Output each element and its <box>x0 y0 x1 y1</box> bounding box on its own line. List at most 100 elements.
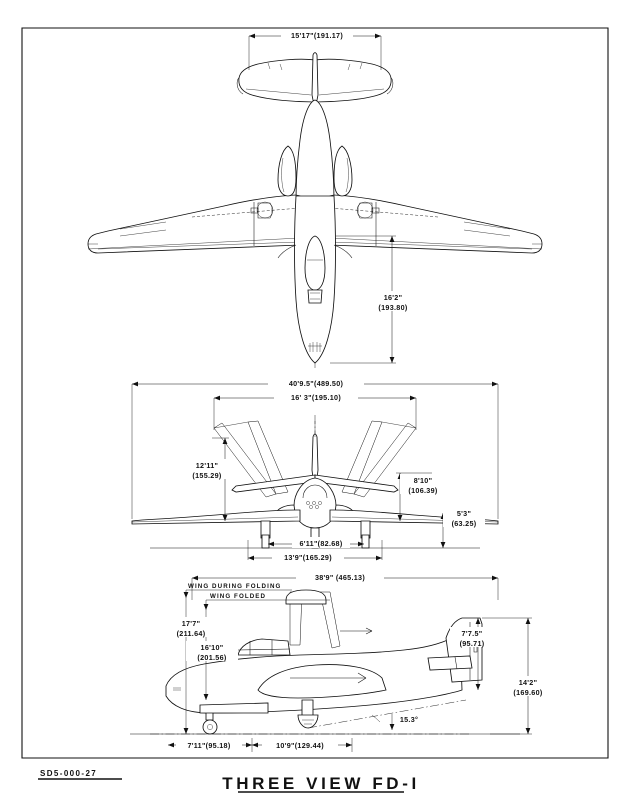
front-span-label-bg <box>268 377 364 388</box>
sheet-border <box>21 27 609 759</box>
front-wingh-label-bg <box>400 474 446 494</box>
front-span-label: 40'9.5"(489.50) <box>289 379 344 388</box>
wing-ref-dashed-right <box>329 207 439 218</box>
wing-ref-dashed-left <box>191 207 301 218</box>
side-nosedim-arrow-right <box>246 742 252 748</box>
wing-right <box>329 194 543 254</box>
side-height-arrow-top <box>525 618 531 624</box>
top-span-arrow-right <box>375 33 381 39</box>
stab-rib-right <box>359 62 363 70</box>
drawing-number: SD5-000-27 <box>40 769 97 778</box>
root-fillet-right <box>333 244 353 259</box>
gun-front-3 <box>318 501 322 505</box>
stab-rib-left <box>267 62 271 70</box>
front-wing-height-label: 8'10" <box>414 476 433 485</box>
front-fold-label-bg <box>274 391 358 402</box>
side-height-arrow-bot <box>525 728 531 734</box>
front-fold-height-label: 12'11" <box>196 461 219 470</box>
top-length-arrow-bottom <box>389 357 395 363</box>
side-taildim-label-bg <box>262 739 338 750</box>
stab-rib-left-2 <box>279 63 283 71</box>
side-overall-height-label: 14'2" <box>519 678 538 687</box>
front-clear-arrow-bot <box>440 542 446 548</box>
wing-side-arrow-2 <box>357 677 367 684</box>
elevator-hinge-left <box>245 88 312 96</box>
top-plan-view <box>87 29 543 368</box>
side-tail-height-metric-label: (95.71) <box>460 639 485 648</box>
wing-front-left <box>131 509 301 525</box>
top-span-label-bg <box>281 29 353 40</box>
side-height-label-bg <box>504 676 552 696</box>
wing-folding-arrow-bottom <box>183 728 189 734</box>
side-folded-wing-2 <box>319 591 341 649</box>
nacelle-right <box>333 145 353 197</box>
gun-front-4 <box>309 505 313 509</box>
front-fold-span-label: 16' 3"(195.10) <box>291 393 341 402</box>
wing-folded-arrow <box>203 604 209 610</box>
elevator-hinge-right <box>318 88 385 96</box>
stab-tip-left <box>236 77 244 95</box>
front-foldh-label-bg <box>184 459 230 479</box>
front-wheel-track-inner-label: 6'11"(82.68) <box>299 539 342 548</box>
wing-folded-note: WING FOLDED <box>210 593 266 600</box>
gun-front-2 <box>312 501 316 505</box>
nacelle-left-detail <box>281 157 285 193</box>
wing-chord-left <box>87 237 301 250</box>
wing-chord-right <box>329 237 543 250</box>
front-track-arrow-right <box>376 555 382 561</box>
front-track-in-label-bg <box>292 537 350 548</box>
fin-leader-arrow-1 <box>365 627 373 632</box>
side-height-folding-metric-label: (211.64) <box>177 629 206 638</box>
wing-folded-arrow-bottom <box>203 694 209 700</box>
front-span-arrow-left <box>132 381 138 387</box>
top-span-label: 15'17"(191.17) <box>291 31 343 40</box>
front-wheel-track-label: 13'9"(165.29) <box>284 553 332 562</box>
aileron-left <box>119 221 167 230</box>
wing-during-folding-note: WING DURING FOLDING <box>188 583 281 590</box>
front-clear-label-bg <box>443 507 485 527</box>
side-elevation-view <box>130 571 552 752</box>
front-prop-clear-label: 5'3" <box>457 509 471 518</box>
side-nose-to-main-label: 7'11"(95.18) <box>187 741 230 750</box>
stab-tip-right <box>386 77 394 95</box>
folded-wing-tip-left <box>213 421 249 429</box>
front-wingh-arrow-bot <box>397 515 403 521</box>
top-length-label: 16'2" <box>384 293 403 302</box>
fin-leader-arrow-2 <box>365 630 373 635</box>
gear-strut-left <box>250 207 259 214</box>
gun-front-5 <box>315 505 319 509</box>
front-span-arrow-right <box>492 381 498 387</box>
gear-well-right <box>357 202 373 219</box>
side-main-to-tail-label: 10'9"(129.44) <box>276 741 324 750</box>
front-track-in-arrow-right <box>358 541 364 547</box>
side-tailh-arrow-bot <box>475 684 481 690</box>
front-foldh-arrow-top <box>222 438 228 444</box>
front-fold-height-metric-label: (155.29) <box>192 471 221 480</box>
wing-side-arrow-1 <box>357 672 367 679</box>
front-elevation-view <box>131 377 499 562</box>
canopy-rear-top <box>307 289 323 304</box>
aileron-right-2 <box>463 229 511 237</box>
side-height-folding-label: 17'7" <box>182 619 201 628</box>
front-foldh-arrow-bot <box>222 515 228 521</box>
main-wheel-hub <box>207 724 213 730</box>
side-foldingh-label-bg <box>168 617 214 637</box>
nacelle-left <box>277 145 297 197</box>
side-taildim-arrow-right <box>346 742 352 748</box>
stab-rib-right-2 <box>347 63 351 71</box>
side-tailh-arrow-top <box>475 618 481 624</box>
front-prop-clear-metric-label: (63.25) <box>452 519 477 528</box>
gear-left-leg <box>260 520 271 539</box>
gear-well-left <box>257 202 273 219</box>
wing-front-mid-left <box>131 516 299 523</box>
side-ground-angle-label: 15.3° <box>400 715 418 724</box>
gear-right-leg <box>360 520 371 539</box>
root-fillet-left <box>277 244 297 259</box>
side-length-arrow-left <box>192 575 198 581</box>
canopy-side <box>237 638 291 656</box>
aileron-left-2 <box>119 229 167 237</box>
front-track-in-arrow-left <box>268 541 274 547</box>
side-tail-height-label: 7'7.5" <box>462 629 483 638</box>
